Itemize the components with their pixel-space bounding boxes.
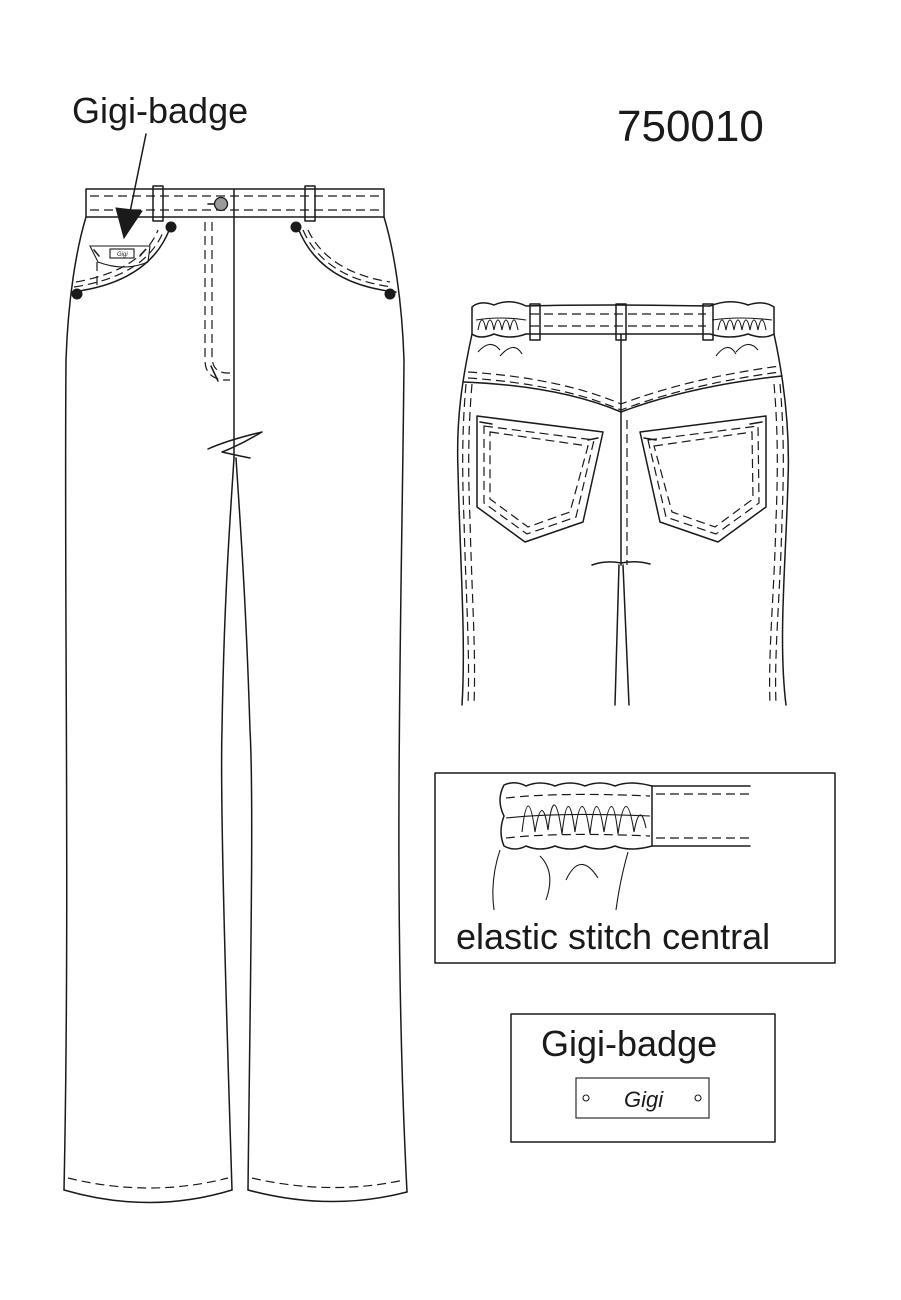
front-view: Gigi: [63, 185, 408, 1204]
badge-detail: Gigi-badge Gigi: [510, 1013, 776, 1143]
back-view: [456, 301, 790, 706]
style-number: 750010: [617, 102, 764, 151]
callout-arrow: [115, 133, 147, 240]
badge-title: Gigi-badge: [541, 1023, 717, 1064]
mini-badge-text: Gigi: [117, 252, 128, 258]
badge-logo-text: Gigi: [624, 1087, 664, 1112]
button-icon: [213, 196, 229, 212]
elastic-caption: elastic stitch central: [456, 916, 770, 957]
elastic-detail: elastic stitch central: [434, 772, 836, 964]
callout-label: Gigi-badge: [72, 90, 248, 131]
